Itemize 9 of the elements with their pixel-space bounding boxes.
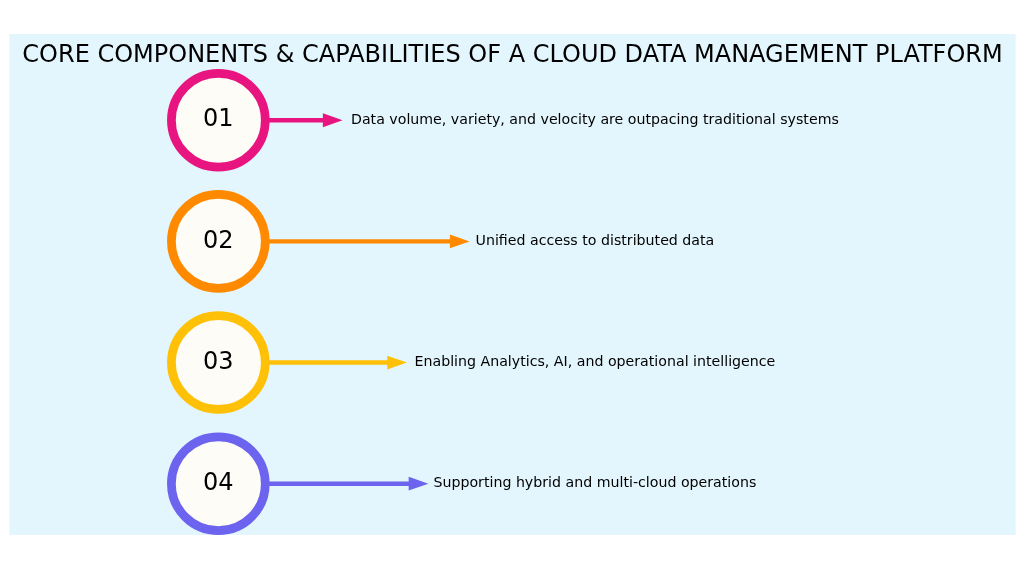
- node-text: Unified access to distributed data: [475, 232, 714, 249]
- node-circle: 03: [166, 311, 270, 414]
- node-text: Data volume, variety, and velocity are outpacing traditional systems: [350, 110, 839, 127]
- node-circle: 04: [166, 432, 270, 535]
- node-text: Supporting hybrid and multi-cloud operations: [432, 474, 756, 491]
- node-text: Enabling Analytics, AI, and operational intelligence: [414, 353, 775, 370]
- node-circle: 02: [166, 190, 270, 293]
- node-circle: 01: [166, 68, 270, 172]
- diagram-title: CORE COMPONENTS & CAPABILITIES OF A CLOUD DATA MANAGEMENT PLATFORM: [21, 39, 1003, 68]
